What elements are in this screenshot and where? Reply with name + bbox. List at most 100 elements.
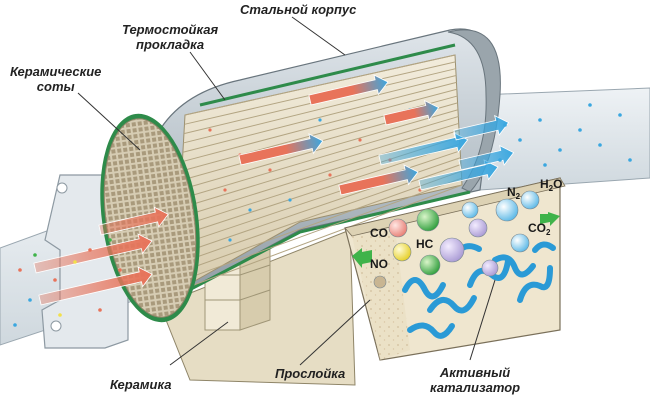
molecules xyxy=(373,190,540,289)
gas-particle xyxy=(18,268,22,272)
no-label: NO xyxy=(370,257,388,271)
gas-flow-arrows xyxy=(33,74,560,306)
channel-line xyxy=(174,184,463,293)
channel-line xyxy=(182,88,457,163)
gas-particle xyxy=(13,323,17,327)
particle xyxy=(373,275,387,289)
n2-label: N2 xyxy=(507,185,521,201)
channel-dot xyxy=(358,138,362,142)
channel-dot xyxy=(288,198,292,202)
clean-gas-arrow xyxy=(458,144,515,171)
hot-gas-arrow xyxy=(33,233,153,274)
channel-line xyxy=(175,177,462,284)
gas-particle xyxy=(558,148,562,152)
gas-particle xyxy=(58,313,62,317)
clean-gas-arrow xyxy=(378,131,469,166)
no-molecule xyxy=(392,242,412,262)
hot-gas-arrow xyxy=(98,206,169,236)
gas-particles xyxy=(13,103,632,327)
ceramics-label: Керамика xyxy=(110,377,172,392)
channel-line xyxy=(175,170,462,274)
gas-particle xyxy=(628,158,632,162)
chemical-labels: CO NO HC N2 H2O CO2 xyxy=(370,177,562,271)
outlet-pipe xyxy=(479,87,650,191)
interlayer-label: Прослойка xyxy=(275,366,346,381)
h2o-label: H2O xyxy=(540,177,562,193)
channel-line xyxy=(177,150,461,246)
gas-particle xyxy=(53,278,57,282)
channel-line xyxy=(180,116,459,200)
gas-particle xyxy=(518,138,522,142)
catalyst-fiber xyxy=(492,254,536,278)
catalyst-fiber xyxy=(402,277,446,300)
mixed-gas-arrow xyxy=(238,133,324,166)
hc-molecule xyxy=(419,254,441,276)
co-molecule xyxy=(388,218,408,238)
heat-gasket-label-line2: прокладка xyxy=(136,37,205,52)
green-arrow xyxy=(540,212,560,226)
green-arrow xyxy=(352,248,372,268)
ceramic-lower-block xyxy=(159,229,356,386)
gas-particle xyxy=(118,268,122,272)
active-catalyst-label-line2: катализатор xyxy=(430,380,521,395)
mixed-gas-arrow xyxy=(308,74,389,106)
n2-molecule xyxy=(495,198,519,222)
channel-line xyxy=(179,129,460,218)
co-label: CO xyxy=(370,226,388,240)
channel-line xyxy=(178,143,460,237)
mixed-gas-arrow xyxy=(338,164,419,196)
active-catalyst-label-line1: Активный xyxy=(439,365,511,380)
gas-particle xyxy=(108,238,112,242)
gas-particle xyxy=(98,308,102,312)
channel-dot xyxy=(248,208,252,212)
clean-gas-arrow xyxy=(453,114,510,141)
catalyst-fiber xyxy=(427,295,477,314)
molecule xyxy=(468,218,488,238)
co2-label: CO2 xyxy=(528,221,551,237)
gas-particle xyxy=(618,113,622,117)
channel-line xyxy=(179,122,459,209)
leader-lines xyxy=(77,16,496,366)
channel-dot xyxy=(223,188,227,192)
steel-housing-label: Стальной корпус xyxy=(240,2,357,17)
ceramic-honeycomb-label-line1: Керамические xyxy=(10,64,102,79)
gas-particle xyxy=(33,253,37,257)
heat-gasket-label-line1: Термостойкая xyxy=(122,22,219,37)
h2o-molecule xyxy=(520,190,540,210)
channel-dot xyxy=(318,118,322,122)
gas-particle xyxy=(498,158,502,162)
channel-dot xyxy=(328,173,332,177)
channel-line xyxy=(176,164,462,265)
catalyst-fiber xyxy=(407,322,455,339)
catalyst-fiber xyxy=(517,265,553,303)
channel-line xyxy=(182,81,457,153)
channel-dot xyxy=(268,168,272,172)
molecule xyxy=(461,201,479,219)
gas-particle xyxy=(88,248,92,252)
molecule xyxy=(481,259,499,277)
gas-particle xyxy=(503,123,507,127)
heat-gasket-label: Термостойкая прокладка xyxy=(122,22,218,52)
channel-dot xyxy=(228,238,232,242)
channel-line xyxy=(180,109,459,191)
ceramic-honeycomb-label-line2: соты xyxy=(36,79,75,94)
hc-molecule xyxy=(416,208,440,232)
gas-particle xyxy=(73,260,77,264)
molecule xyxy=(439,237,465,263)
active-catalyst-label: Активный катализатор xyxy=(430,365,520,395)
channel-line xyxy=(183,75,457,144)
hot-gas-arrow xyxy=(38,266,153,306)
channel-line xyxy=(184,54,456,116)
gas-particle xyxy=(598,143,602,147)
channel-dot xyxy=(208,128,212,132)
gas-particle xyxy=(588,103,592,107)
ceramic-honeycomb-label: Керамические соты xyxy=(10,64,101,94)
catalyst-fiber xyxy=(532,241,556,253)
co2-molecule xyxy=(510,233,530,253)
gas-particle xyxy=(543,163,547,167)
gas-particle xyxy=(28,298,32,302)
gas-particle xyxy=(538,118,542,122)
hc-label: HC xyxy=(416,237,434,251)
